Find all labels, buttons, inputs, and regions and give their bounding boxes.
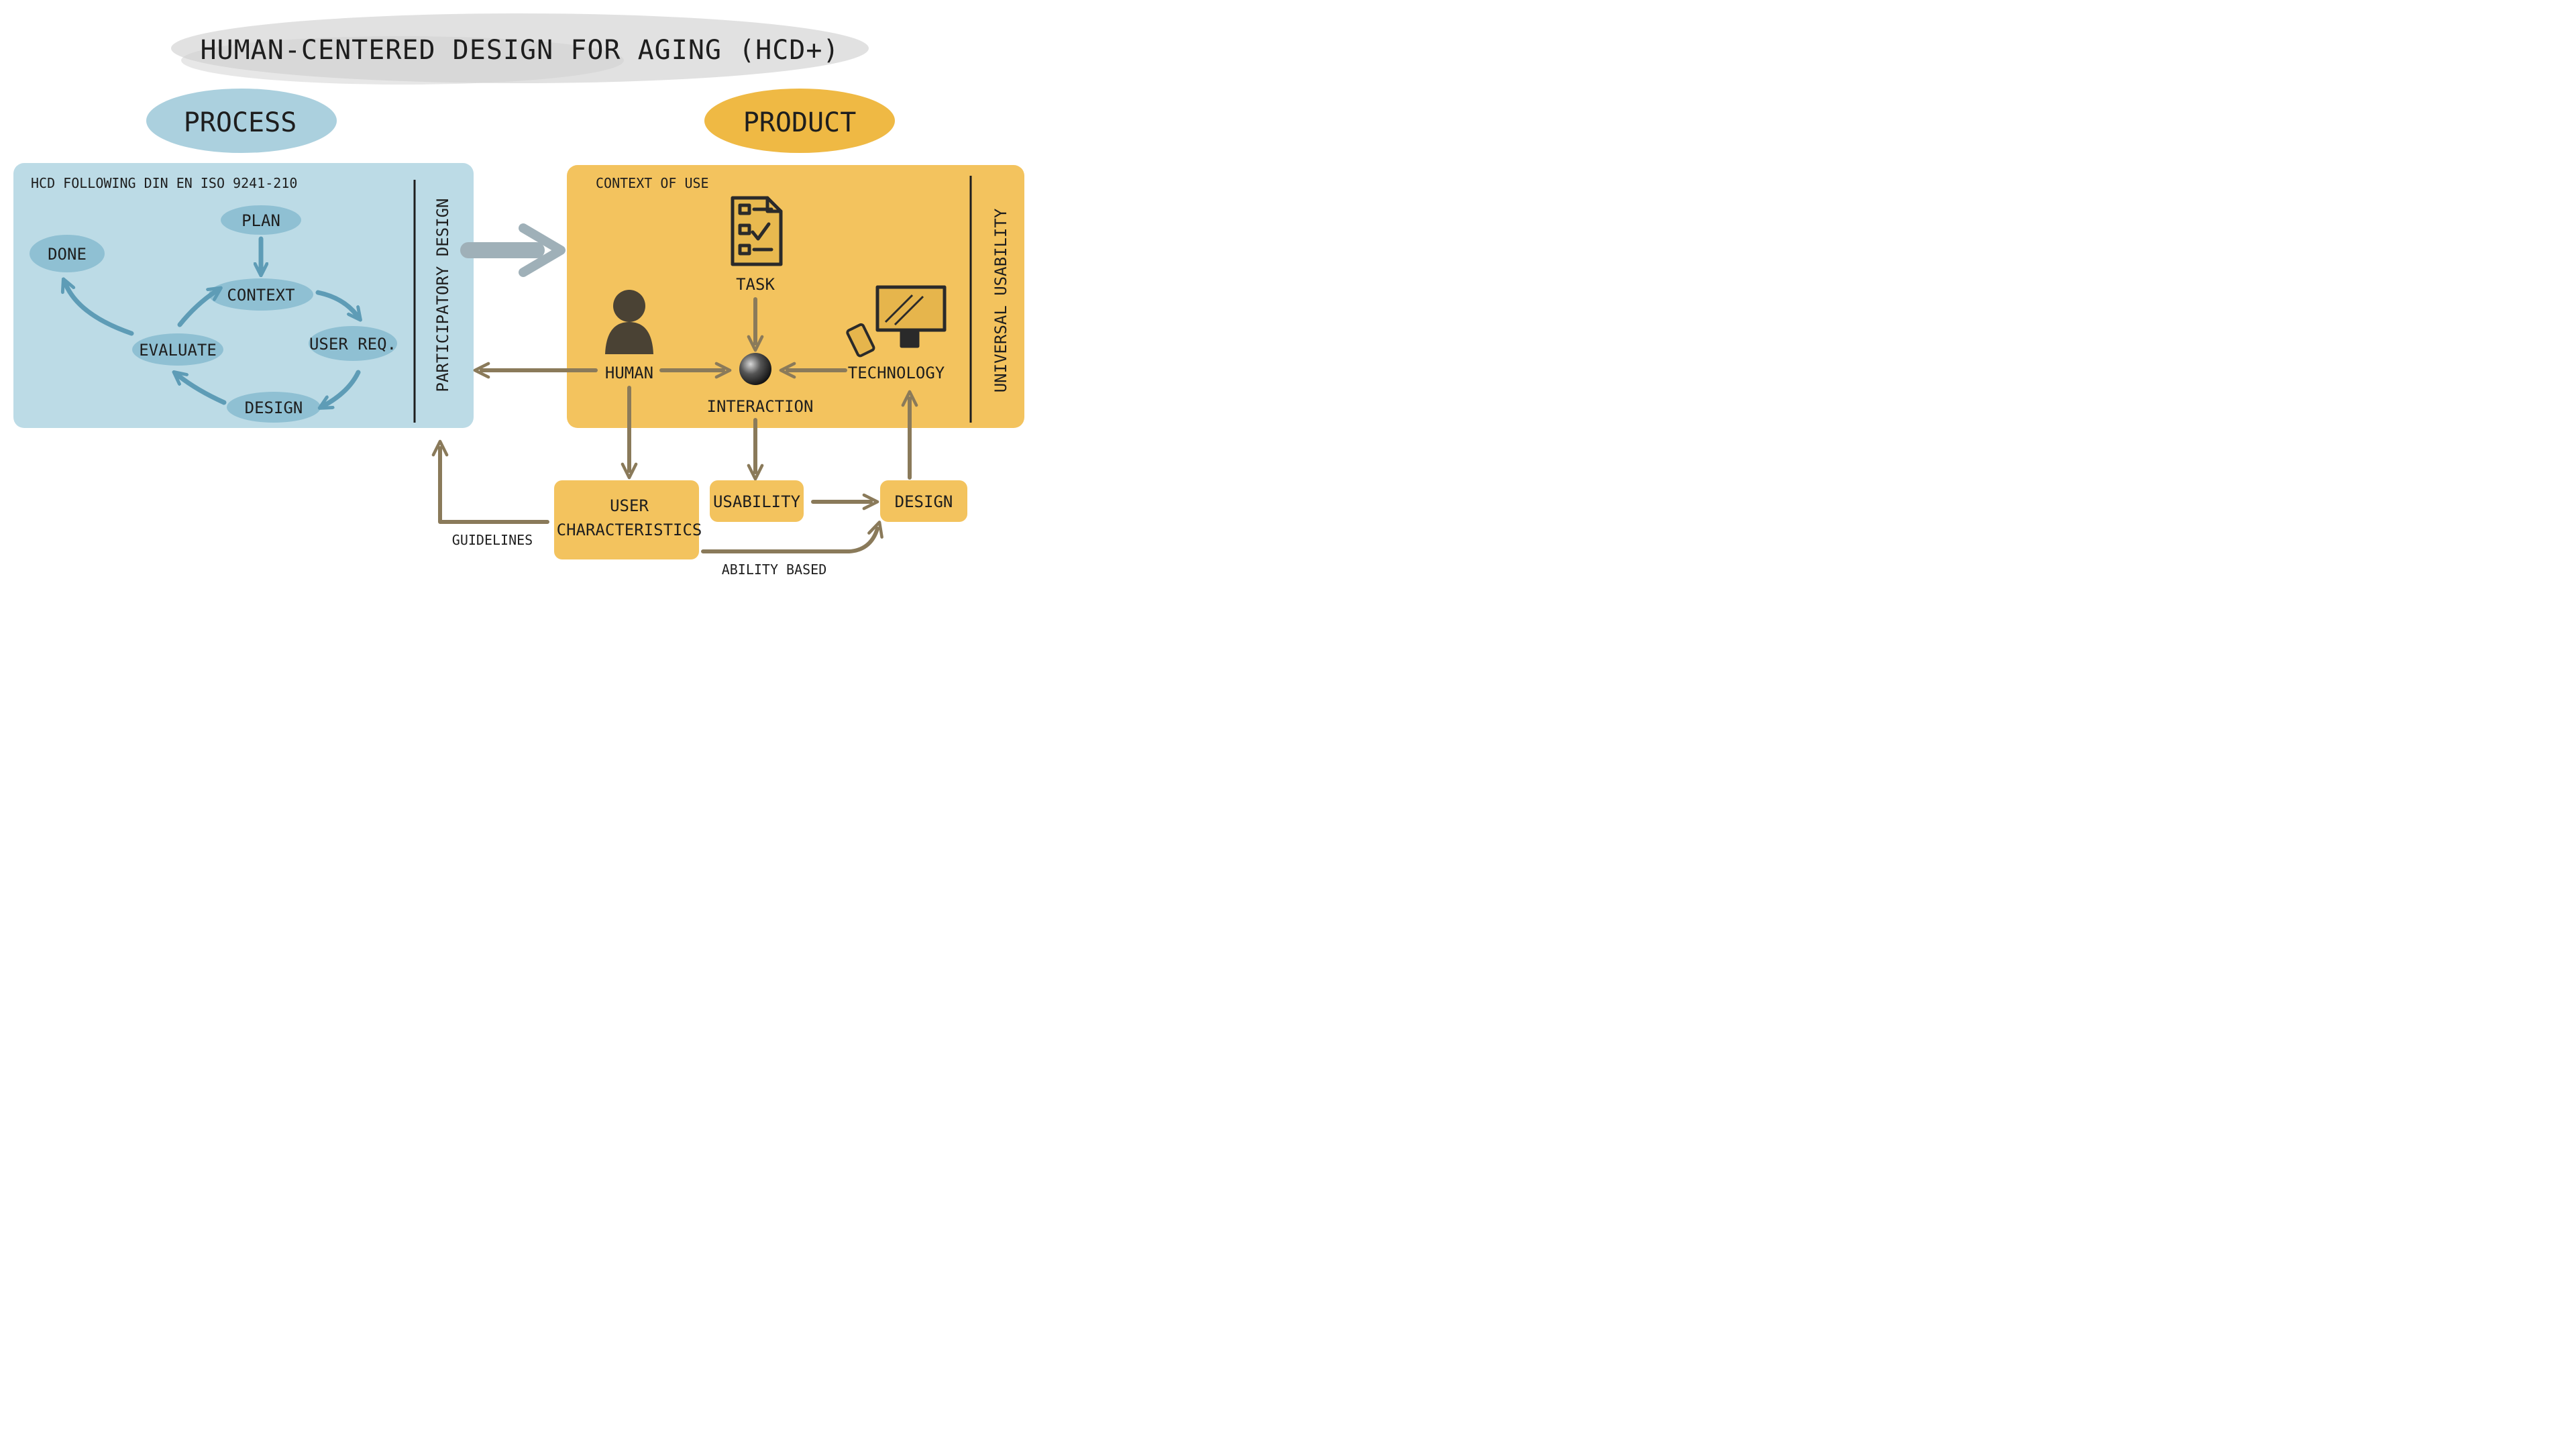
- step-context: CONTEXT: [227, 286, 294, 305]
- design-step-blob: [227, 392, 321, 423]
- universal-usability-label: UNIVERSAL USABILITY: [991, 208, 1010, 392]
- monitor-icon: [875, 285, 947, 348]
- step-done: DONE: [48, 245, 87, 264]
- evaluate-blob: [132, 333, 223, 366]
- step-evaluate: EVALUATE: [139, 341, 217, 360]
- product-header-blob: [704, 89, 895, 153]
- arrow-design-to-evaluate: [178, 376, 227, 405]
- product-subtitle: CONTEXT OF USE: [596, 175, 709, 191]
- page-title: HUMAN-CENTERED DESIGN FOR AGING (HCD+): [200, 35, 839, 66]
- context-blob: [209, 278, 313, 311]
- user-characteristics-line2: CHARACTERISTICS: [557, 521, 702, 539]
- product-panel: [567, 165, 1024, 428]
- arrow-user-req-to-design: [325, 370, 361, 405]
- arrow-context-to-user-req: [315, 290, 357, 315]
- hcd-diagram: HUMAN-CENTERED DESIGN FOR AGING (HCD+) P…: [13, 13, 1024, 578]
- done-blob: [30, 235, 105, 272]
- user-characteristics-line1: USER: [610, 496, 649, 515]
- arrow-evaluate-to-context: [177, 291, 216, 327]
- title-cloud-accent: [181, 36, 624, 85]
- process-to-product-arrowhead: [519, 223, 566, 277]
- step-plan: PLAN: [241, 211, 280, 230]
- arrow-evaluate-to-done: [66, 284, 134, 336]
- node-interaction: INTERACTION: [707, 397, 814, 416]
- node-human: HUMAN: [605, 364, 653, 382]
- plan-blob: [221, 205, 301, 235]
- human-icon: [605, 290, 653, 354]
- task-icon: [731, 196, 783, 266]
- process-header-blob: [146, 89, 337, 153]
- arrow-guidelines: [431, 439, 549, 524]
- process-subtitle: HCD FOLLOWING DIN EN ISO 9241-210: [31, 175, 297, 191]
- user-characteristics-box: [554, 480, 699, 559]
- edge-label-guidelines: GUIDELINES: [452, 532, 533, 548]
- step-design: DESIGN: [245, 398, 303, 417]
- node-task: TASK: [736, 275, 775, 294]
- usability-box: [710, 480, 804, 522]
- interaction-orb: [739, 353, 771, 385]
- node-technology: TECHNOLOGY: [848, 364, 945, 382]
- design-output-box: [880, 480, 967, 522]
- arrow-ability-based: [701, 521, 883, 553]
- user-req-blob: [309, 326, 397, 361]
- output-design: DESIGN: [895, 492, 953, 511]
- phone-icon: [846, 323, 875, 358]
- output-usability: USABILITY: [713, 492, 801, 511]
- participatory-design-label: PARTICIPATORY DESIGN: [433, 199, 452, 392]
- process-header: PROCESS: [184, 107, 297, 138]
- step-user-req: USER REQ.: [309, 335, 396, 354]
- edge-label-ability-based: ABILITY BASED: [722, 561, 827, 578]
- product-header: PRODUCT: [743, 107, 857, 138]
